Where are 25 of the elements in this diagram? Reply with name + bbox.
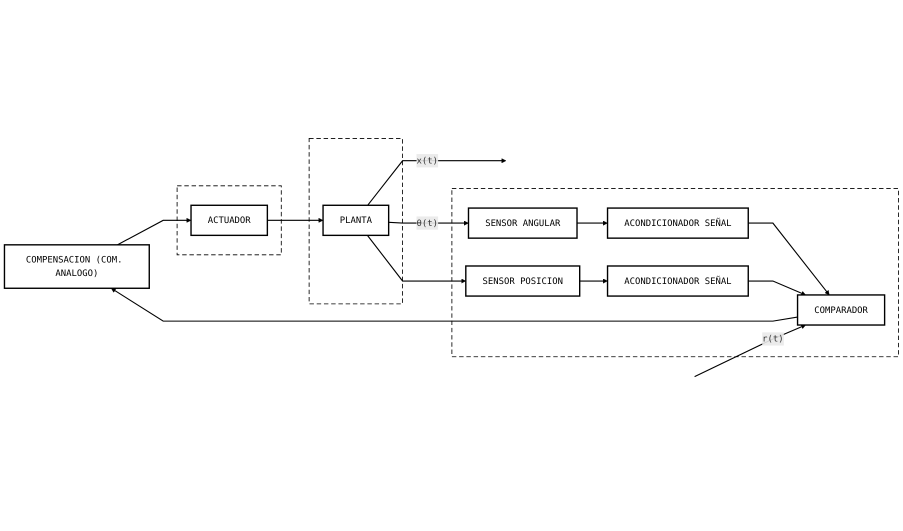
arrow: [111, 288, 798, 322]
node-box: COMPENSACION (COM. ANALOGO): [4, 244, 150, 289]
arrow: [267, 218, 324, 223]
arrow: [577, 220, 608, 226]
node-box: PLANTA: [322, 204, 390, 236]
node-box: COMPARADOR: [796, 294, 886, 326]
arrow: [580, 278, 608, 284]
node-box: ACONDICIONADOR SEÑAL: [606, 265, 749, 297]
arrow: [748, 222, 830, 295]
node-box: ACONDICIONADOR SEÑAL: [606, 207, 749, 239]
node-box: ACTUADOR: [190, 204, 268, 236]
arrow: [388, 220, 469, 226]
edge-label: r(t): [762, 333, 784, 344]
arrow: [367, 158, 506, 206]
arrow: [117, 218, 192, 246]
arrow: [694, 324, 806, 377]
edge-label: x(t): [416, 154, 438, 166]
cluster: [176, 185, 282, 256]
arrow: [748, 280, 806, 296]
cluster: [451, 188, 899, 357]
cluster: [308, 138, 403, 304]
node-box: SENSOR ANGULAR: [468, 207, 578, 239]
node-box: SENSOR POSICION: [465, 265, 580, 297]
edge-label: θ(t): [416, 217, 438, 228]
arrow: [366, 234, 466, 284]
